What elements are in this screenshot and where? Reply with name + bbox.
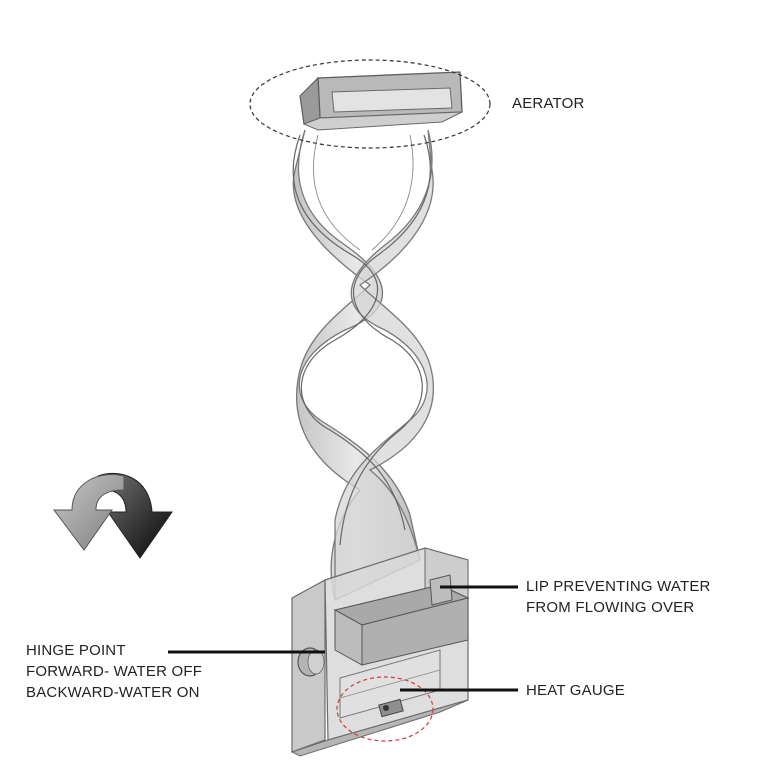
lip-label: LIP PREVENTING WATER FROM FLOWING OVER xyxy=(526,576,711,618)
hinge-label-line-1: HINGE POINT xyxy=(26,642,126,659)
aerator-label-text: AERATOR xyxy=(512,95,585,112)
ribbon-edge-right xyxy=(339,134,431,546)
rotate-arrows-icon xyxy=(53,472,173,559)
lip-element xyxy=(429,574,453,606)
ribbon-back-strip xyxy=(334,129,435,602)
lip-label-line-2: FROM FLOWING OVER xyxy=(526,599,695,616)
hinge-label: HINGE POINT FORWARD- WATER OFF BACKWARD-… xyxy=(26,640,202,703)
heat-gauge-highlight-ellipse xyxy=(336,676,434,742)
heat-gauge-label: HEAT GAUGE xyxy=(526,680,625,701)
lip-label-line-1: LIP PREVENTING WATER xyxy=(526,578,711,595)
twisted-ribbon xyxy=(292,129,435,602)
heat-gauge-label-text: HEAT GAUGE xyxy=(526,682,625,699)
aerator-highlight-ellipse xyxy=(249,59,491,149)
aerator-label: AERATOR xyxy=(512,93,585,114)
aerator-head xyxy=(299,71,463,131)
hinge-label-line-3: BACKWARD-WATER ON xyxy=(26,684,200,701)
hinge-label-line-2: FORWARD- WATER OFF xyxy=(26,663,203,680)
heat-gauge-body xyxy=(378,698,404,718)
ribbon-edge-left xyxy=(292,134,406,531)
base-housing xyxy=(290,547,470,757)
ribbon-inner-line xyxy=(313,134,414,251)
